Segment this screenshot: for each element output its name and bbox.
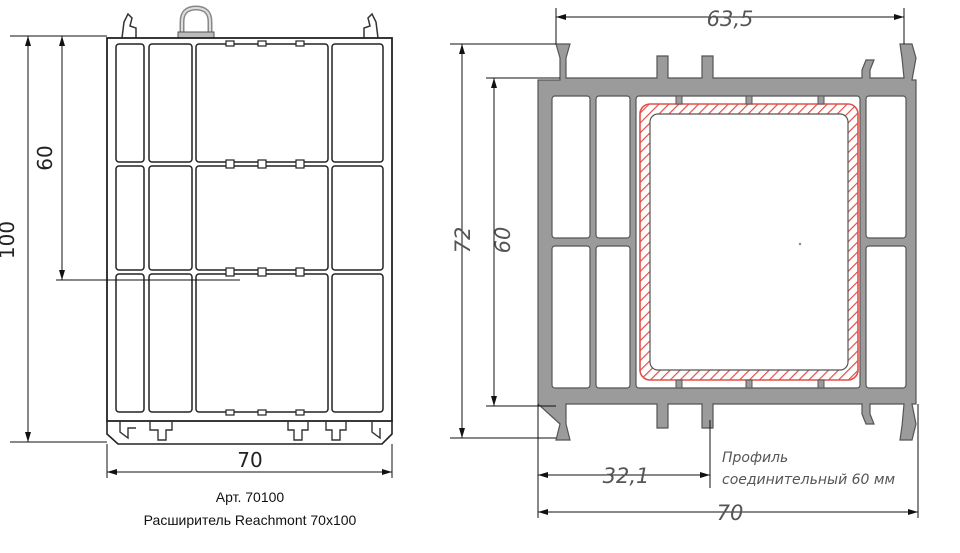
- dim-height-inner-60: 60: [33, 145, 57, 170]
- dim-partial-width-32-1: 32,1: [603, 464, 650, 488]
- dim-height-total-100: 100: [0, 221, 19, 259]
- connecting-profile-insert: [639, 103, 859, 381]
- article-number: Арт. 70100: [215, 489, 285, 505]
- expander-profile-section: [106, 5, 393, 445]
- profile-note-line-2: соединительный 60 мм: [722, 472, 895, 488]
- dim-bottom-width-70: 70: [717, 501, 744, 525]
- right-dimension-lines: [450, 8, 919, 518]
- dim-height-outer-72: 72: [451, 227, 475, 254]
- dim-width-70: 70: [237, 448, 262, 472]
- dim-top-width-63-5: 63,5: [707, 7, 754, 31]
- left-dimension-lines: [10, 35, 393, 478]
- connecting-profile-section: [537, 43, 917, 441]
- dim-height-inner-60: 60: [491, 227, 515, 254]
- product-name: Расширитель Reachmont 70x100: [143, 512, 357, 528]
- profile-note-line-1: Профиль: [722, 450, 788, 466]
